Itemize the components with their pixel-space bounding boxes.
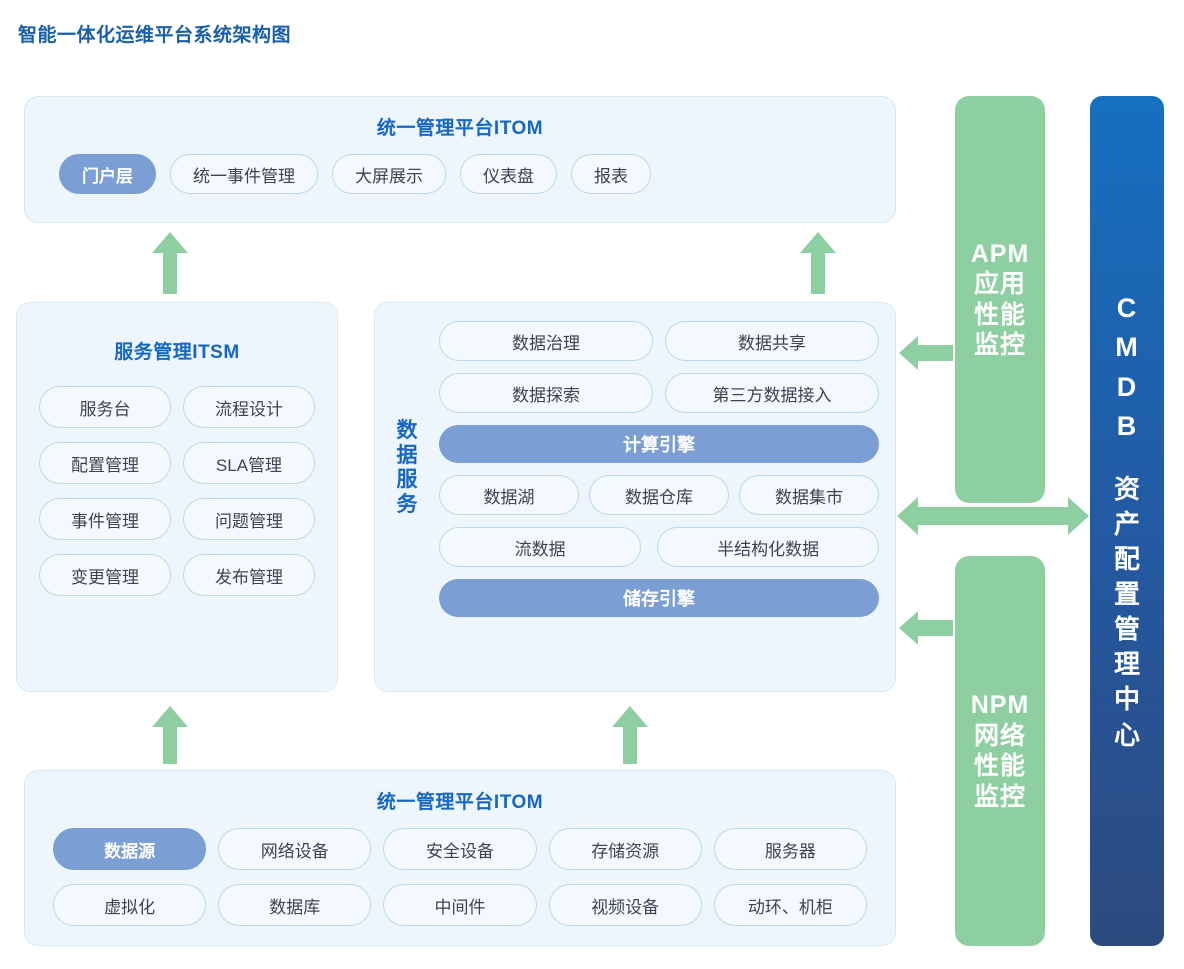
itom-bottom-item-middleware[interactable]: 中间件 [383, 884, 537, 926]
itsm-items: 服务台 流程设计 配置管理 SLA管理 事件管理 问题管理 变更管理 发布管理 [17, 364, 337, 596]
itom-bottom-title: 统一管理平台ITOM [376, 792, 544, 813]
itom-bottom-item-network-device[interactable]: 网络设备 [218, 828, 372, 870]
itom-bottom-row-2: 虚拟化 数据库 中间件 视频设备 动环、机柜 [25, 884, 895, 926]
itom-top-items: 门户层 统一事件管理 大屏展示 仪表盘 报表 [25, 154, 895, 194]
data-service-content: 数据治理 数据共享 数据探索 第三方数据接入 计算引擎 数据湖 数据仓库 数据集… [439, 321, 879, 617]
spacer-2 [439, 413, 879, 425]
itsm-title: 服务管理ITSM [114, 342, 240, 363]
itom-bottom-item-storage-resource[interactable]: 存储资源 [548, 828, 702, 870]
spacer-3 [439, 463, 879, 475]
itom-bottom-item-security-device[interactable]: 安全设备 [383, 828, 537, 870]
itsm-item-problem-mgmt[interactable]: 问题管理 [183, 498, 315, 540]
npm-text: NPM 网络 性能 监控 [971, 690, 1030, 812]
itom-bottom-item-database[interactable]: 数据库 [218, 884, 372, 926]
data-service-row-2: 数据探索 第三方数据接入 [439, 373, 879, 413]
cmdb-name: 资产配置管理中心 [1113, 473, 1140, 750]
itom-top-item-report[interactable]: 报表 [571, 154, 651, 194]
spacer-4 [439, 515, 879, 527]
ds-item-streaming[interactable]: 流数据 [439, 527, 642, 567]
ds-compute-engine-bar[interactable]: 计算引擎 [439, 425, 879, 463]
arrow-itom-bottom-to-itsm [152, 706, 188, 764]
npm-line-1: 网络 [973, 721, 1026, 750]
arrow-dataserv-to-itom-top [800, 232, 836, 294]
data-service-row-3: 数据湖 数据仓库 数据集市 [439, 475, 879, 515]
apm-acronym: APM [970, 239, 1030, 268]
ds-item-thirdparty-access[interactable]: 第三方数据接入 [665, 373, 879, 413]
arrow-itom-bottom-to-dataserv [612, 706, 648, 764]
itom-top-title: 统一管理平台ITOM [376, 118, 544, 139]
data-service-row-1: 数据治理 数据共享 [439, 321, 879, 361]
itsm-item-servicedesk[interactable]: 服务台 [39, 386, 171, 428]
ds-item-exploration[interactable]: 数据探索 [439, 373, 653, 413]
itsm-item-incident-mgmt[interactable]: 事件管理 [39, 498, 171, 540]
data-service-row-4: 流数据 半结构化数据 [439, 527, 879, 567]
itsm-item-config-mgmt[interactable]: 配置管理 [39, 442, 171, 484]
itom-top-item-portal[interactable]: 门户层 [59, 154, 156, 194]
arrow-itsm-to-itom-top [152, 232, 188, 294]
itom-top-item-event-mgmt[interactable]: 统一事件管理 [170, 154, 318, 194]
column-npm[interactable]: NPM 网络 性能 监控 [955, 556, 1045, 946]
npm-line-2: 性能 [973, 752, 1026, 780]
itom-bottom-item-virtualization[interactable]: 虚拟化 [53, 884, 207, 926]
column-apm[interactable]: APM 应用 性能 监控 [955, 96, 1045, 503]
itom-bottom-item-video-device[interactable]: 视频设备 [548, 884, 702, 926]
npm-line-3: 监控 [973, 782, 1026, 811]
itom-bottom-row-1: 数据源 网络设备 安全设备 存储资源 服务器 [25, 828, 895, 870]
apm-line-3: 监控 [973, 331, 1026, 359]
ds-item-warehouse[interactable]: 数据仓库 [589, 475, 729, 515]
arrow-npm-to-dataserv [899, 611, 953, 645]
panel-data-service: 数据服务 数据治理 数据共享 数据探索 第三方数据接入 计算引擎 数据湖 数据仓… [374, 302, 896, 692]
apm-text: APM 应用 性能 监控 [971, 239, 1030, 361]
apm-line-2: 性能 [973, 300, 1026, 329]
itsm-item-change-mgmt[interactable]: 变更管理 [39, 554, 171, 596]
itom-top-item-bigscreen[interactable]: 大屏展示 [332, 154, 446, 194]
spacer-5 [439, 567, 879, 579]
npm-acronym: NPM [970, 691, 1030, 719]
itom-bottom-item-server[interactable]: 服务器 [713, 828, 867, 870]
ds-item-sharing[interactable]: 数据共享 [665, 321, 879, 361]
ds-item-governance[interactable]: 数据治理 [439, 321, 653, 361]
ds-item-datamart[interactable]: 数据集市 [739, 475, 879, 515]
itom-bottom-item-datasource[interactable]: 数据源 [53, 828, 207, 870]
page-title: 智能一体化运维平台系统架构图 [18, 25, 292, 46]
apm-line-1: 应用 [973, 270, 1026, 298]
panel-itom-top: 统一管理平台ITOM 门户层 统一事件管理 大屏展示 仪表盘 报表 [24, 96, 896, 223]
panel-itom-bottom: 统一管理平台ITOM 数据源 网络设备 安全设备 存储资源 服务器 虚拟化 数据… [24, 770, 896, 946]
ds-storage-engine-bar[interactable]: 储存引擎 [439, 579, 879, 617]
itsm-item-process-design[interactable]: 流程设计 [183, 386, 315, 428]
itom-top-item-dashboard[interactable]: 仪表盘 [460, 154, 557, 194]
data-service-vertical-label: 数据服务 [396, 419, 418, 516]
ds-item-datalake[interactable]: 数据湖 [439, 475, 579, 515]
ds-item-semistructured[interactable]: 半结构化数据 [657, 527, 879, 567]
arrow-dataserv-cmdb-bidirectional [897, 497, 1089, 535]
spacer-1 [439, 361, 879, 373]
itom-bottom-item-power-cabinet[interactable]: 动环、机柜 [713, 884, 867, 926]
itsm-item-release-mgmt[interactable]: 发布管理 [183, 554, 315, 596]
itsm-item-sla-mgmt[interactable]: SLA管理 [183, 442, 315, 484]
arrow-apm-to-dataserv [899, 336, 953, 370]
panel-itsm: 服务管理ITSM 服务台 流程设计 配置管理 SLA管理 事件管理 问题管理 变… [16, 302, 338, 692]
